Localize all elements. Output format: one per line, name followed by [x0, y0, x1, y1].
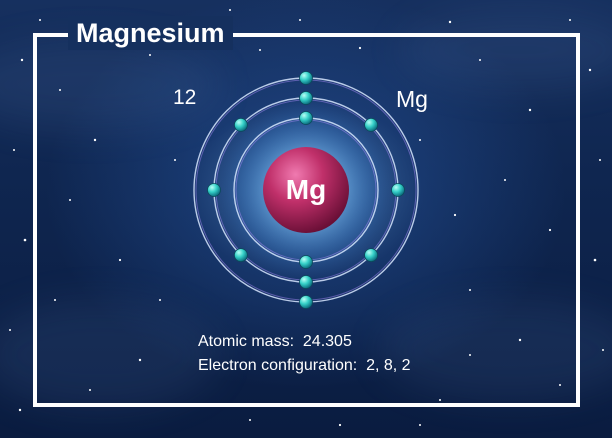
electron-shell-2	[299, 91, 313, 105]
element-info: Atomic mass: 24.305 Electron configurati…	[198, 330, 411, 378]
nucleus-symbol: Mg	[286, 174, 326, 205]
electron-shell-2	[364, 248, 379, 263]
electron-shell-2	[299, 275, 313, 289]
electron-shell-2	[233, 248, 248, 263]
atomic-number: 12	[173, 86, 197, 109]
electron-configuration-label: Electron configuration:	[198, 357, 358, 374]
electron-shell-3	[299, 295, 313, 309]
electron-configuration-value: 2, 8, 2	[366, 357, 411, 374]
electron-shell-2	[391, 183, 405, 197]
element-name-title: Magnesium	[68, 16, 233, 50]
electron-shell-2	[207, 183, 221, 197]
electron-configuration-row: Electron configuration: 2, 8, 2	[198, 354, 411, 378]
atomic-mass-value: 24.305	[302, 333, 352, 350]
electron-shell-1	[299, 255, 313, 269]
atomic-mass-row: Atomic mass: 24.305	[198, 330, 411, 354]
diagram-frame	[33, 33, 580, 407]
electron-shell-1	[299, 111, 313, 125]
electron-shell-2	[364, 118, 379, 132]
atomic-mass-label: Atomic mass:	[198, 333, 295, 350]
nucleus	[263, 147, 349, 233]
electron-shell-3	[299, 71, 313, 85]
background-cloud	[380, 300, 612, 400]
element-symbol: Mg	[396, 86, 428, 112]
electron-shell-2	[233, 118, 248, 132]
